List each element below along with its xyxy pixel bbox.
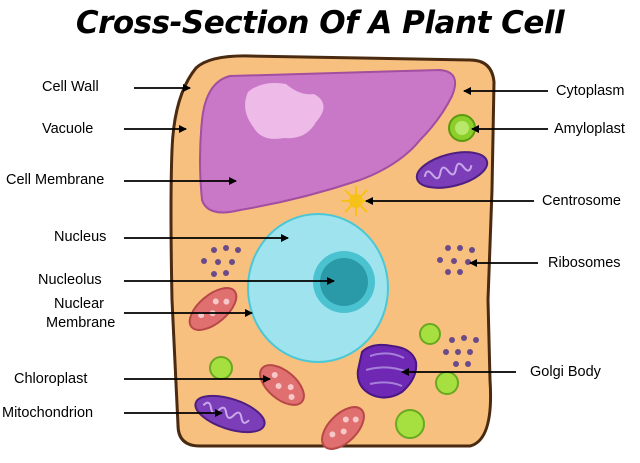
amyloplast-inner bbox=[455, 121, 469, 135]
chloroplast bbox=[321, 406, 365, 450]
chloroplast bbox=[188, 287, 238, 331]
label-amyloplast: Amyloplast bbox=[554, 121, 625, 137]
vacuole-highlight bbox=[245, 83, 324, 139]
nucleolus bbox=[320, 258, 368, 306]
label-mitochondrion: Mitochondrion bbox=[2, 405, 94, 421]
amyloplast bbox=[435, 371, 459, 395]
chloroplast bbox=[259, 364, 305, 406]
amyloplast bbox=[419, 323, 441, 345]
mitochondrion bbox=[194, 394, 266, 434]
label-nuclear-membrane-line2: Membrane bbox=[46, 315, 116, 331]
label-vacuole: Vacuole bbox=[42, 121, 94, 137]
label-ribosomes: Ribosomes bbox=[548, 255, 621, 271]
golgi-body bbox=[356, 343, 418, 399]
ribosome-cluster bbox=[443, 335, 479, 367]
label-cytoplasm: Cytoplasm bbox=[556, 83, 625, 99]
ribosome-cluster bbox=[437, 245, 475, 275]
mitochondrion bbox=[415, 151, 489, 189]
label-chloroplast: Chloroplast bbox=[14, 371, 88, 387]
label-cell-wall: Cell Wall bbox=[42, 79, 99, 95]
ribosome-cluster bbox=[201, 245, 241, 277]
label-nuclear-membrane-line1: Nuclear bbox=[54, 296, 104, 312]
label-golgi-body: Golgi Body bbox=[530, 364, 601, 380]
label-centrosome: Centrosome bbox=[542, 193, 621, 209]
amyloplast bbox=[395, 409, 425, 439]
label-nucleolus: Nucleolus bbox=[38, 272, 102, 288]
diagram-title: Cross-Section Of A Plant Cell bbox=[75, 5, 565, 41]
label-cell-membrane: Cell Membrane bbox=[6, 172, 105, 188]
centrosome bbox=[341, 186, 371, 216]
amyloplast bbox=[209, 356, 233, 380]
label-nucleus: Nucleus bbox=[54, 229, 107, 245]
